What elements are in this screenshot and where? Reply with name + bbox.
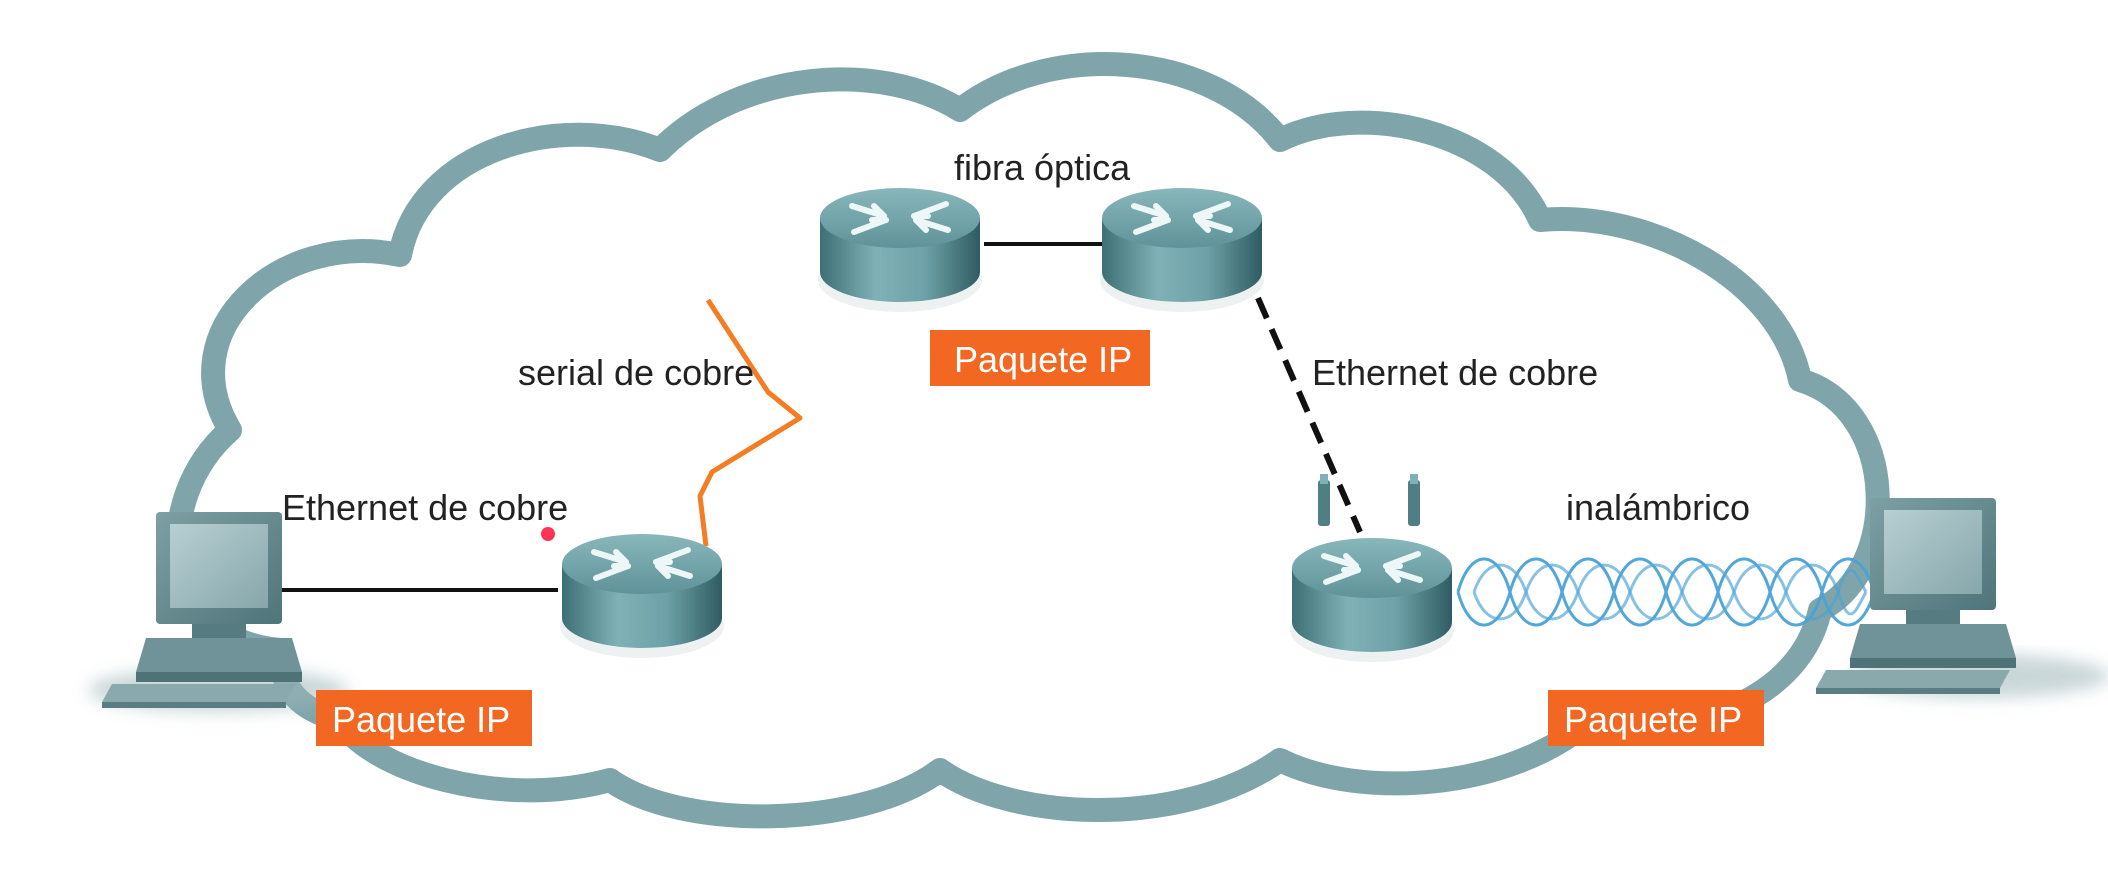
ip-packet-left: Paquete IP bbox=[316, 690, 532, 746]
pc-left-icon bbox=[88, 512, 348, 712]
router-top-right bbox=[1100, 188, 1264, 312]
wireless-link bbox=[1456, 557, 1876, 627]
ip-packet-left-label: Paquete IP bbox=[332, 699, 510, 740]
ip-packet-right: Paquete IP bbox=[1548, 690, 1764, 746]
label-ethernet-left: Ethernet de cobre bbox=[282, 487, 568, 528]
label-ethernet-right: Ethernet de cobre bbox=[1312, 352, 1598, 393]
label-fiber: fibra óptica bbox=[954, 147, 1131, 188]
ip-packet-right-label: Paquete IP bbox=[1564, 699, 1742, 740]
label-wireless: inalámbrico bbox=[1566, 487, 1750, 528]
pointer-dot bbox=[541, 527, 555, 541]
pc-right-icon bbox=[1816, 498, 2108, 698]
router-bottom-left bbox=[560, 534, 724, 658]
antenna-icon bbox=[1318, 474, 1420, 526]
ip-packet-top-label: Paquete IP bbox=[954, 339, 1132, 380]
label-serial: serial de cobre bbox=[518, 352, 754, 393]
router-top-left bbox=[818, 188, 982, 312]
serial-link bbox=[697, 298, 803, 547]
ethernet-right-link bbox=[1255, 296, 1363, 534]
ip-packet-top: Paquete IP bbox=[930, 330, 1150, 386]
wireless-router bbox=[1290, 474, 1454, 662]
